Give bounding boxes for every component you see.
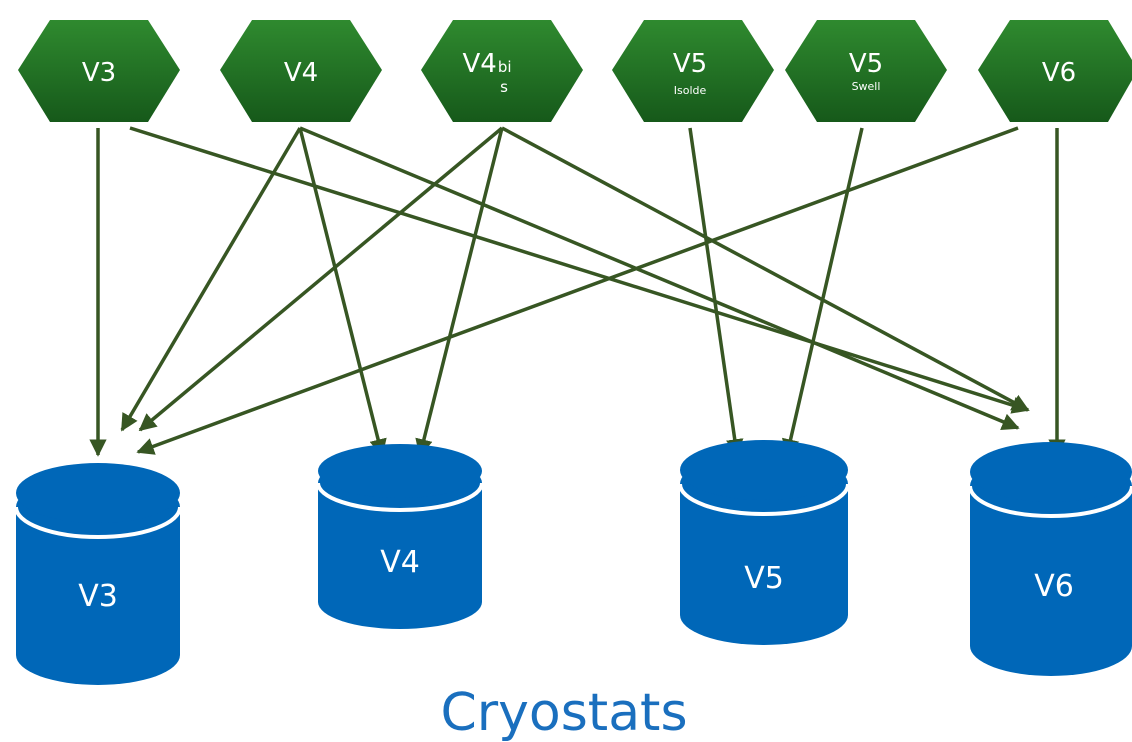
hexagon-label-wrap: s — [500, 78, 508, 96]
arrow-v5isolde-to-cryostat-v5 — [688, 127, 744, 457]
cryostat-cylinder-v5: V5 — [678, 440, 850, 645]
hexagon-label-main: V4 — [462, 49, 496, 79]
cylinder-label: V6 — [1034, 569, 1074, 604]
cylinder-rim — [316, 482, 484, 512]
source-hexagon-v3: V3 — [18, 20, 180, 122]
arrow-v4-to-cryostat-v4 — [298, 127, 387, 457]
hexagon-label: V6 — [1042, 58, 1076, 88]
cylinder-top — [16, 463, 180, 523]
cylinder-rim — [678, 483, 850, 516]
hexagon-label-sup: bi — [498, 58, 512, 76]
hexagon-label: V4bi — [462, 49, 511, 79]
cylinder-label: V5 — [744, 561, 784, 596]
cylinder-top — [970, 442, 1132, 502]
arrow-v4-to-cryostat-v3 — [120, 127, 302, 432]
source-hexagon-v5-swell: V5 Swell — [785, 20, 947, 122]
hexagon-label: V4 — [284, 58, 318, 88]
arrow-v3-to-cryostat-v6 — [129, 126, 1030, 414]
cylinder-rim — [968, 485, 1132, 518]
hexagon-shape — [220, 20, 382, 122]
hexagon-shape — [785, 20, 947, 122]
cylinder-body — [680, 454, 848, 645]
cryostat-cylinder-v3: V3 — [14, 463, 182, 685]
arrow-v4bis-to-cryostat-v3 — [138, 126, 504, 432]
cylinder-body — [16, 477, 180, 685]
source-hexagon-v5-isolde: V5 Isolde — [612, 20, 774, 122]
cylinder-body — [318, 456, 482, 629]
arrow-v4bis-to-cryostat-v4 — [415, 127, 504, 457]
cryostat-cylinders: V3 V4 V5 V6 — [14, 440, 1132, 685]
hexagon-label: V5 — [673, 49, 707, 79]
arrow-v5swell-to-cryostat-v5 — [781, 127, 864, 457]
hexagon-shape — [978, 20, 1132, 122]
hexagon-sublabel: Isolde — [674, 84, 707, 97]
cylinder-rim — [14, 506, 182, 539]
source-hexagon-v4: V4 — [220, 20, 382, 122]
cylinder-label: V4 — [380, 545, 420, 580]
hexagon-label: V5 — [849, 49, 883, 79]
hexagon-label: V3 — [82, 58, 116, 88]
source-hexagon-v6: V6 — [978, 20, 1132, 122]
source-hexagons: V3 V4 V4bi s V5 Isolde V5 Swell V6 — [18, 20, 1132, 122]
hexagon-shape — [18, 20, 180, 122]
arrow-v6-to-cryostat-v3 — [136, 126, 1019, 455]
cylinder-label: V3 — [78, 579, 118, 614]
cylinder-top — [318, 444, 482, 498]
cryostat-cylinder-v4: V4 — [316, 444, 484, 629]
arrow-v4bis-to-cryostat-v6 — [501, 126, 1030, 412]
cryostat-cylinder-v6: V6 — [968, 442, 1132, 676]
arrows-layer — [89, 126, 1066, 457]
cylinder-top — [680, 440, 848, 500]
arrow-v4-to-cryostat-v6 — [299, 126, 1020, 431]
diagram-caption: Cryostats — [440, 683, 687, 742]
hexagon-shape — [421, 20, 583, 122]
hexagon-shape — [612, 20, 774, 122]
source-hexagon-v4bis: V4bi s — [421, 20, 583, 122]
hexagon-sublabel: Swell — [852, 80, 881, 93]
